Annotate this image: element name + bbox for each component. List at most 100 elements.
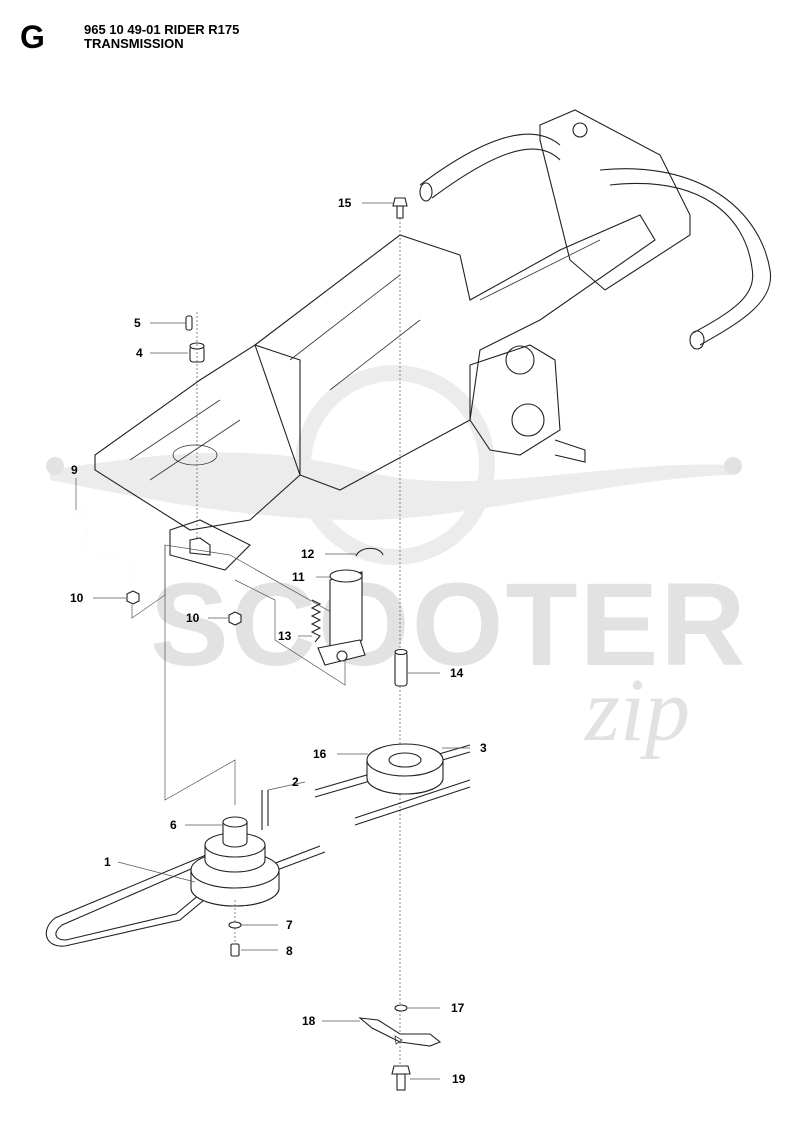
watermark-ring <box>295 365 495 565</box>
frame-floor-plate <box>94 344 301 531</box>
callout-2: 2 <box>292 775 299 789</box>
watermark-brand: SCOOTER <box>150 559 748 691</box>
frame-main-rail <box>254 214 656 491</box>
nut-right-body <box>228 611 242 626</box>
callout-12: 12 <box>301 547 315 561</box>
part-14-spacer <box>394 648 408 687</box>
floor-ribs <box>129 399 241 481</box>
bolt-shank <box>396 205 404 219</box>
axle-stub <box>554 439 586 463</box>
arm-body <box>329 571 363 651</box>
callout-7: 7 <box>286 918 293 932</box>
leader-2 <box>267 781 306 791</box>
part-15-bolt <box>392 197 408 219</box>
callout-labels: 1 2 3 4 5 6 7 8 9 10 10 11 12 13 14 15 1… <box>70 196 487 1086</box>
model-line: 965 10 49-01 RIDER R175 <box>84 22 240 37</box>
pivot-boss <box>189 537 211 556</box>
rod-outer <box>73 508 133 586</box>
floor-opening <box>172 444 218 466</box>
screw-8 <box>230 943 240 957</box>
watermark-dot-right <box>724 457 742 475</box>
bolt-head <box>392 197 408 207</box>
part-13-spring <box>310 599 322 643</box>
pulley-6-hub <box>222 821 248 848</box>
callout-4: 4 <box>136 346 143 360</box>
washer-17 <box>394 1004 408 1012</box>
callout-19: 19 <box>452 1072 466 1086</box>
part-6-pulley <box>190 816 280 907</box>
watermark-script: zip <box>583 661 690 760</box>
callout-11: 11 <box>292 570 305 584</box>
frame-tube-end <box>419 182 433 202</box>
part-5-pin <box>185 315 193 331</box>
belt-3-lower-b <box>354 786 471 826</box>
belt-2-segment <box>261 790 269 830</box>
rod-inner <box>73 507 133 586</box>
callout-leaders <box>75 202 470 1080</box>
circlip-ring <box>355 547 384 557</box>
plate-18-hole <box>394 1035 403 1045</box>
part-19-bolt <box>391 1065 411 1091</box>
part-8-screw <box>230 943 240 957</box>
part-2-belt <box>261 790 269 830</box>
pin-body <box>185 315 193 331</box>
frame-tube-right <box>599 168 772 346</box>
part-16-pulley <box>366 743 444 795</box>
belt-1-outer <box>45 844 326 947</box>
plate-18 <box>358 1017 442 1047</box>
callout-3: 3 <box>480 741 487 755</box>
spacer-body <box>394 651 408 687</box>
callout-1: 1 <box>104 855 111 869</box>
callout-18: 18 <box>302 1014 316 1028</box>
section-name: TRANSMISSION <box>84 36 184 51</box>
bolt-19-shank <box>396 1073 406 1091</box>
axle-hole-lower <box>511 403 545 437</box>
part-17-washer <box>394 1004 408 1012</box>
callout-6: 6 <box>170 818 177 832</box>
nut-left-body <box>126 590 140 605</box>
callout-10a: 10 <box>70 591 84 605</box>
part-10-nut-right <box>228 611 242 626</box>
watermark: SCOOTER zip <box>46 365 748 760</box>
callout-16: 16 <box>313 747 327 761</box>
assembly-outline-upper <box>131 544 346 686</box>
pulley-16-hub <box>388 752 422 768</box>
part-11-tensioner-arm <box>317 569 366 666</box>
bolt-19-head <box>391 1065 411 1075</box>
frame-tube-end-2 <box>689 330 705 350</box>
frame-hole <box>572 122 588 138</box>
callout-10b: 10 <box>186 611 200 625</box>
part-1-belt <box>45 844 326 947</box>
callout-9: 9 <box>71 463 78 477</box>
frame-axle-bracket <box>469 344 561 456</box>
frame-rail-lines <box>289 239 601 391</box>
frame-tube-left <box>419 133 561 199</box>
part-18-plate <box>358 1017 442 1047</box>
part-12-circlip <box>355 547 384 557</box>
callout-15: 15 <box>338 196 352 210</box>
watermark-swoosh <box>50 452 730 520</box>
belt-3-lower <box>354 779 471 819</box>
callout-8: 8 <box>286 944 293 958</box>
belt-1-inner <box>55 845 321 941</box>
washer-7 <box>228 921 242 929</box>
callout-13: 13 <box>278 629 292 643</box>
arm-top <box>329 569 363 583</box>
frame-rear-box <box>539 109 691 291</box>
pulley-6-hub-top <box>222 816 248 828</box>
callout-5: 5 <box>134 316 141 330</box>
part-7-washer <box>228 921 242 929</box>
axle-hole-upper <box>505 345 535 375</box>
arm-foot-hole <box>336 650 348 662</box>
assembly-outline-lower <box>164 545 236 805</box>
frame-assembly <box>94 109 772 571</box>
part-9-rod <box>73 507 133 586</box>
spring-coils <box>310 599 322 643</box>
callout-14: 14 <box>450 666 464 680</box>
part-10-nut-left <box>126 590 140 605</box>
callout-17: 17 <box>451 1001 465 1015</box>
watermark-dot-left <box>46 457 64 475</box>
leader-1 <box>117 861 196 883</box>
